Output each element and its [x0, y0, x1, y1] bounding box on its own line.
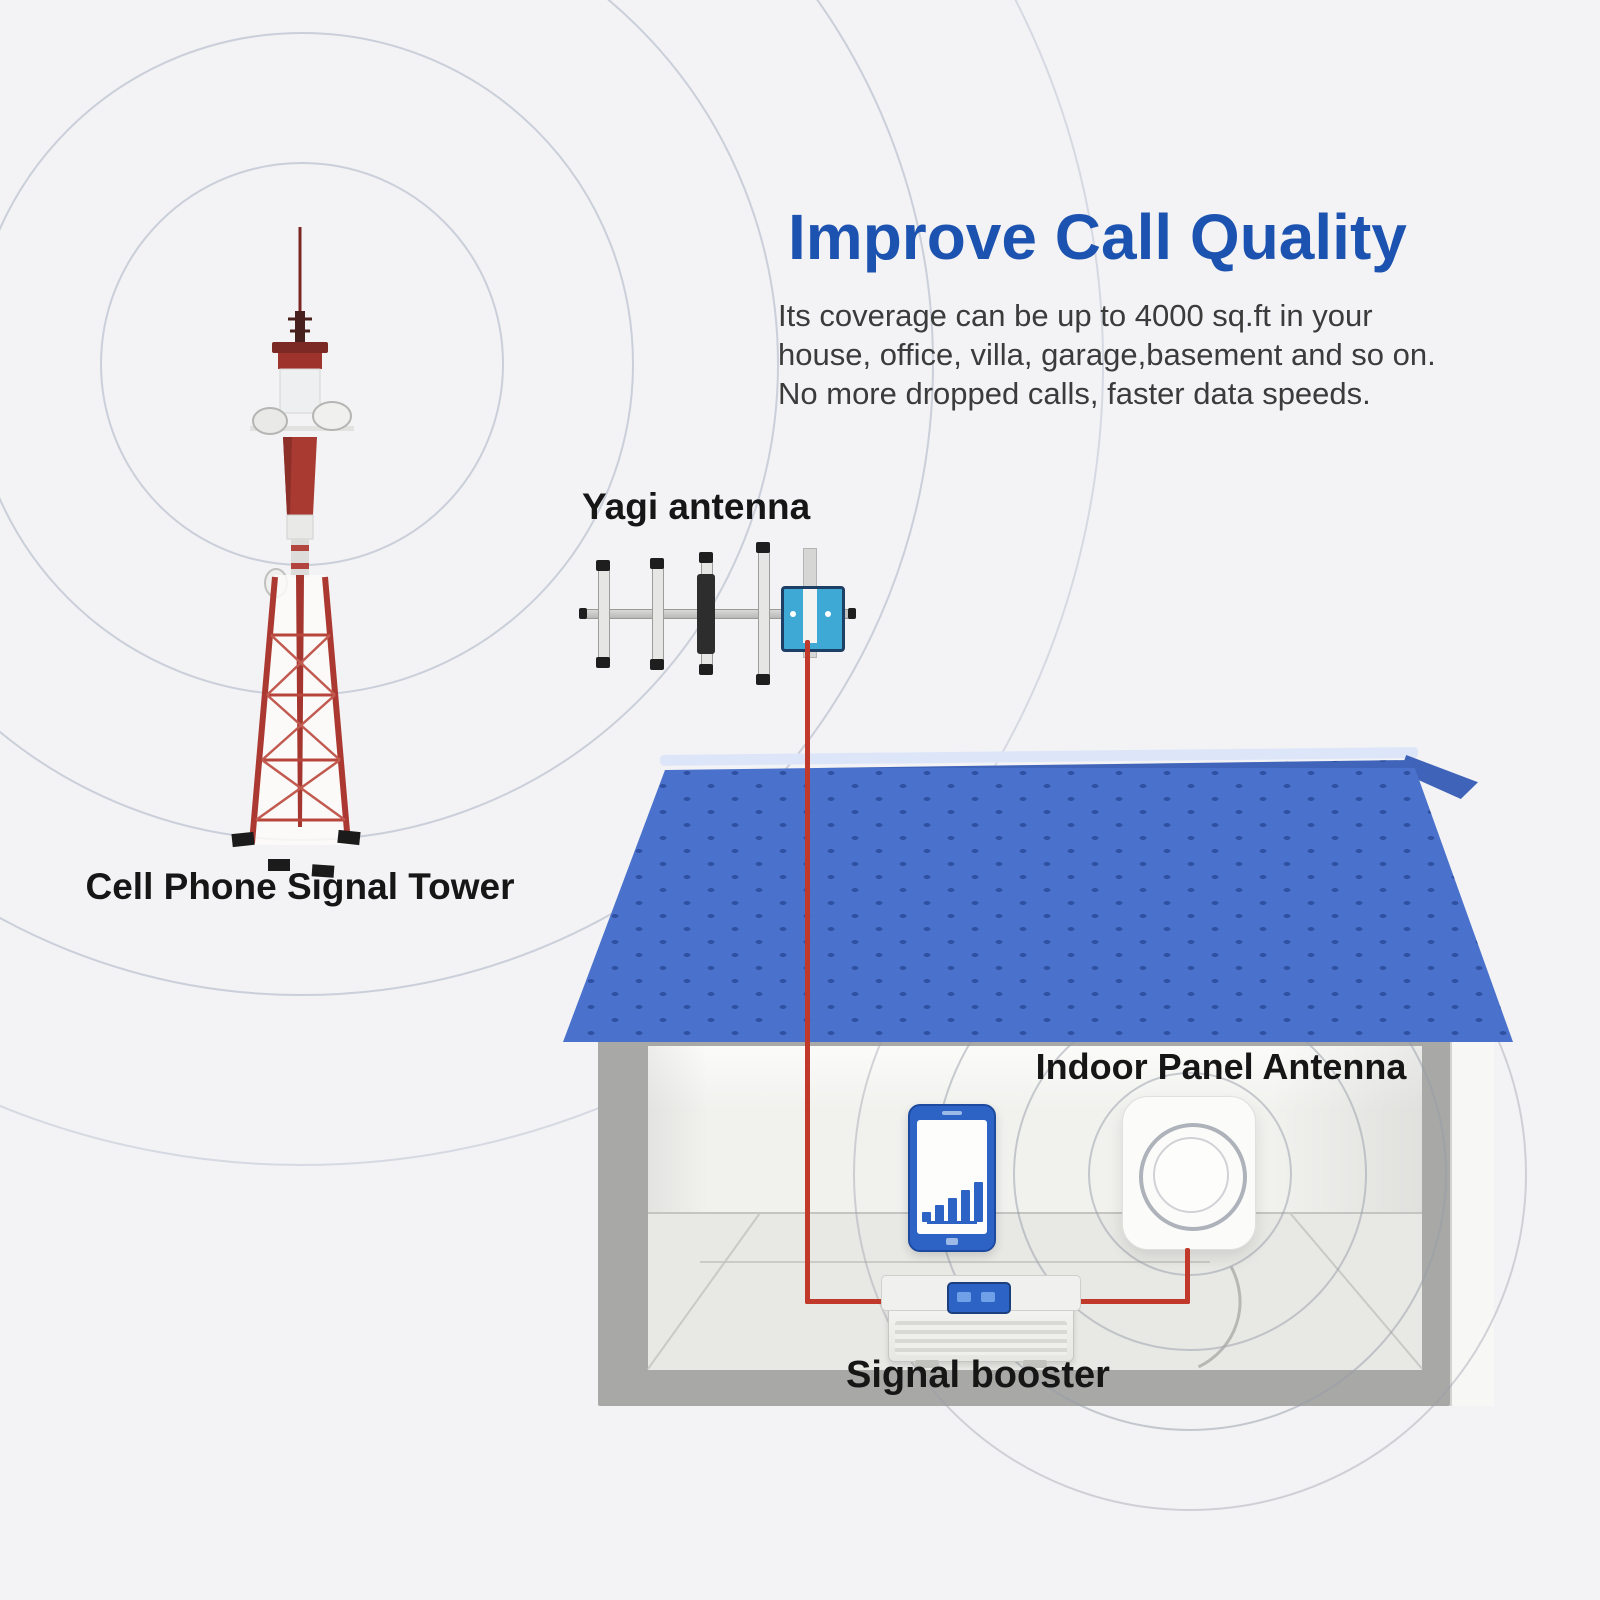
tower-label: Cell Phone Signal Tower [85, 866, 515, 907]
phone-home-button [946, 1238, 958, 1245]
mount-screw [825, 611, 831, 617]
description-line: No more dropped calls, faster data speed… [778, 376, 1371, 411]
yagi-element [652, 563, 664, 665]
display-glyph [957, 1292, 971, 1302]
yagi-element [598, 565, 610, 663]
description-text: Its coverage can be up to 4000 sq.ft in … [778, 296, 1478, 413]
signal-bar [947, 1198, 957, 1222]
yagi-element-cap [756, 542, 770, 553]
description-line: Its coverage can be up to 4000 sq.ft in … [778, 298, 1373, 333]
panel-antenna-ring [1139, 1123, 1247, 1231]
yagi-dipole [697, 574, 715, 654]
yagi-element-cap [596, 560, 610, 571]
tower-mast [264, 437, 317, 598]
booster-foot [1023, 1360, 1047, 1368]
yagi-element-cap [699, 552, 713, 563]
cable-floor-to-booster [805, 1299, 895, 1304]
tower-spire [288, 227, 312, 343]
display-glyph [981, 1292, 995, 1302]
yagi-element-cap [650, 659, 664, 670]
signal-booster-icon [881, 1275, 1081, 1368]
phone-screen [917, 1120, 987, 1234]
cable-booster-to-antenna [1066, 1299, 1190, 1304]
room-ceiling [648, 1046, 1422, 1110]
tower-feet [231, 829, 361, 878]
yagi-boom-cap [848, 608, 856, 619]
yagi-element-cap [596, 657, 610, 668]
description-line: house, office, villa, garage,basement an… [778, 337, 1436, 372]
smartphone-signal-bars-icon [908, 1104, 996, 1252]
panel-antenna-label: Indoor Panel Antenna [1035, 1046, 1407, 1087]
cable-antenna-up [1185, 1248, 1190, 1304]
booster-foot [915, 1360, 939, 1368]
yagi-element-cap [756, 674, 770, 685]
house-exterior-wall [1450, 1038, 1494, 1406]
booster-label: Signal booster [846, 1354, 1110, 1396]
roof [563, 760, 1513, 1042]
cable-yagi-down [805, 640, 810, 1304]
signal-bar [934, 1205, 944, 1222]
signal-bar [921, 1212, 931, 1222]
signal-bar [960, 1190, 970, 1222]
tower-head [250, 342, 354, 435]
wall-shelf-line [700, 1261, 1210, 1263]
signal-bar [973, 1182, 983, 1222]
yagi-element [758, 548, 770, 680]
panel-antenna-icon [1122, 1096, 1256, 1250]
phone-speaker [942, 1111, 962, 1115]
booster-display [947, 1282, 1011, 1314]
mount-screw [790, 611, 796, 617]
cell-tower-icon [231, 227, 361, 878]
yagi-label: Yagi antenna [582, 486, 811, 527]
yagi-mount-bracket [781, 586, 845, 652]
yagi-element-cap [650, 558, 664, 569]
booster-vents [895, 1321, 1067, 1355]
tower-lattice [249, 575, 351, 845]
yagi-element-cap [699, 664, 713, 675]
yagi-boom-cap [579, 608, 587, 619]
yagi-mount-slot [803, 589, 817, 643]
panel-antenna-center [1153, 1137, 1229, 1213]
yagi-stub [840, 610, 854, 617]
page-title: Improve Call Quality [788, 201, 1407, 273]
signal-bar-baseline [927, 1221, 977, 1224]
